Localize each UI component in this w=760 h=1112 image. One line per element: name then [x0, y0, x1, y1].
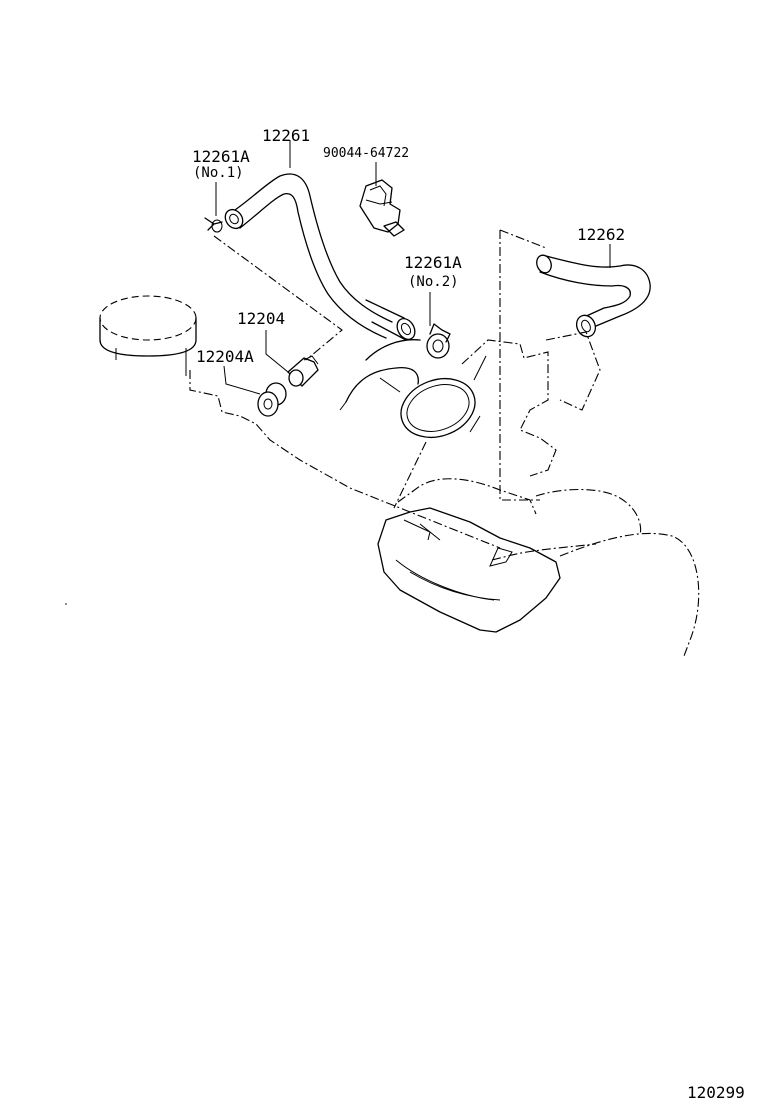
phantom-engine-outline — [189, 229, 700, 657]
hose-12262[interactable] — [534, 253, 651, 340]
clip-90044-64722[interactable] — [359, 179, 405, 237]
label-clamp-12261a-no1-sub: (No.1) — [193, 165, 244, 181]
label-clamp-12261a-no2-sub: (No.2) — [408, 274, 459, 290]
clamp-12261a-no1[interactable] — [204, 217, 223, 233]
label-grommet-12204a: 12204A — [196, 347, 254, 366]
valve-12204[interactable] — [287, 355, 319, 387]
throttle-ring — [339, 339, 487, 438]
label-hose-12261: 12261 — [262, 126, 311, 145]
grommet-12204a[interactable] — [257, 382, 287, 417]
label-clip-90044-64722: 90044-64722 — [323, 146, 410, 161]
label-hose-12262: 12262 — [577, 225, 626, 244]
stray-dot — [65, 603, 67, 605]
hose-12261[interactable] — [222, 173, 419, 342]
label-clamp-12261a-no2: 12261A — [404, 253, 462, 272]
oil-cap — [99, 295, 197, 376]
label-clamp-12261a-no1: 12261A — [192, 147, 250, 166]
label-valve-12204: 12204 — [237, 309, 286, 328]
figure-number: 120299 — [687, 1083, 745, 1102]
leader-lines — [215, 140, 611, 395]
clamp-12261a-no2[interactable] — [426, 323, 451, 359]
head-cover — [377, 507, 561, 633]
